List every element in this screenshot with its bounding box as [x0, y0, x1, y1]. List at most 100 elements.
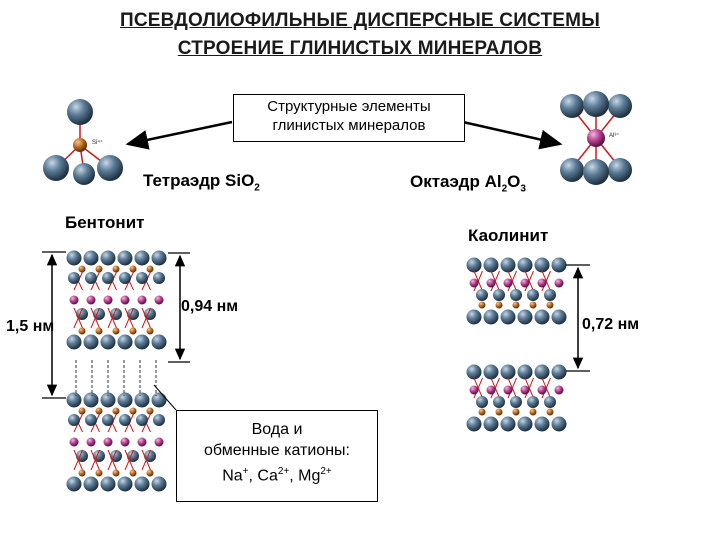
aluminium-atom: [154, 295, 164, 305]
aluminium-atom: [520, 385, 530, 395]
silicon-atom: [512, 408, 520, 416]
silicon-atom: [129, 407, 137, 415]
bond-line: [490, 377, 500, 399]
oxygen-atom: [493, 396, 505, 408]
oxygen-atom: [476, 289, 488, 301]
oxygen-atom: [134, 476, 150, 492]
bond-line: [124, 307, 134, 329]
oxygen-atom: [100, 334, 116, 350]
oxygen-atom: [500, 364, 516, 380]
aluminium-atom: [486, 278, 496, 288]
aluminium-atom: [537, 385, 547, 395]
silicon-atom: [529, 408, 537, 416]
bond-line: [524, 270, 534, 292]
silicon-atom: [95, 265, 103, 273]
bentonite-total-bracket: [42, 251, 66, 399]
aluminium-atom: [86, 295, 96, 305]
aluminium-atom: [554, 385, 564, 395]
silicon-atom: [112, 407, 120, 415]
bentonite-spacing-bracket: [168, 252, 190, 363]
oxygen-atom: [136, 414, 148, 426]
oxygen-atom: [151, 392, 167, 408]
oxygen-atom: [134, 392, 150, 408]
oxygen-atom: [510, 289, 522, 301]
oxygen-atom: [83, 476, 99, 492]
oxygen-atom: [544, 396, 556, 408]
aluminium-atom: [503, 385, 513, 395]
silicon-atom: [546, 408, 554, 416]
silicon-atom: [146, 469, 154, 477]
oxygen-atom: [466, 257, 482, 273]
water-ions: Na+, Ca2+, Mg2+: [222, 466, 332, 485]
kaolinite-structure: [466, 257, 567, 432]
oxygen-atom: [517, 257, 533, 273]
oxygen-atom: [466, 416, 482, 432]
kaolinite-name: Каолинит: [468, 226, 549, 245]
oxygen-atom: [151, 250, 167, 266]
oxygen-atom: [476, 396, 488, 408]
oxygen-atom: [153, 414, 165, 426]
oxygen-atom: [66, 334, 82, 350]
oxygen-atom: [517, 364, 533, 380]
aluminium-atom: [503, 278, 513, 288]
aluminium-atom: [469, 385, 479, 395]
oxygen-atom: [534, 309, 550, 325]
oxygen-atom: [85, 414, 97, 426]
oxygen-atom: [483, 364, 499, 380]
oxygen-atom: [100, 392, 116, 408]
silicon-atom: [146, 407, 154, 415]
al-atom-label: Al³⁺: [609, 132, 620, 139]
oxygen-atom: [68, 272, 80, 284]
tetrahedron-molecule: Si⁴⁺: [43, 99, 123, 185]
octahedron-prefix: Октаэдр Al: [410, 172, 502, 191]
bond-line: [90, 307, 100, 329]
bond-line: [473, 270, 483, 292]
silicon-atom: [546, 301, 554, 309]
aluminium-atom: [554, 278, 564, 288]
oxygen-atom: [510, 396, 522, 408]
bond-line: [124, 449, 134, 471]
oxygen-atom: [83, 392, 99, 408]
aluminium-atom: [86, 437, 96, 447]
kaolinite-spacing-bracket: [566, 264, 590, 372]
bond-line: [73, 307, 83, 329]
oxygen-atom: [483, 257, 499, 273]
oxygen-atom: [151, 334, 167, 350]
bond-line: [141, 449, 151, 471]
oxygen-atom: [544, 289, 556, 301]
silicon-atom: [529, 301, 537, 309]
aluminium-atom: [69, 295, 79, 305]
oxygen-atom: [102, 272, 114, 284]
oxygen-atom: [117, 334, 133, 350]
aluminium-atom: [120, 295, 130, 305]
arrow-to-tetrahedron: [125, 120, 233, 150]
oxygen-atom: [117, 392, 133, 408]
aluminium-atom: [137, 437, 147, 447]
oxygen-atom: [500, 309, 516, 325]
oxygen-atom: [527, 289, 539, 301]
silicon-atom: [78, 469, 86, 477]
oxygen-atom: [551, 257, 567, 273]
tetrahedron-sub: 2: [254, 182, 260, 194]
oxygen-atom: [83, 250, 99, 266]
oxygen-atom: [83, 334, 99, 350]
oxygen-atom: [68, 414, 80, 426]
oxygen-atom: [551, 364, 567, 380]
oxygen-atom: [134, 250, 150, 266]
silicon-atom: [512, 301, 520, 309]
silicon-atom: [112, 265, 120, 273]
silicon-atom: [478, 408, 486, 416]
oxygen-atom: [100, 250, 116, 266]
aluminium-atom: [103, 295, 113, 305]
bond-line: [107, 307, 117, 329]
oxygen-atom: [66, 250, 82, 266]
water-line-2: обменные катионы:: [204, 442, 350, 459]
aluminium-atom: [137, 295, 147, 305]
silicon-atom: [95, 327, 103, 335]
bond-line: [90, 449, 100, 471]
silicon-atom: [78, 327, 86, 335]
oxygen-atom: [66, 476, 82, 492]
oxygen-atom: [100, 476, 116, 492]
silicon-atom: [495, 408, 503, 416]
bond-line: [490, 270, 500, 292]
